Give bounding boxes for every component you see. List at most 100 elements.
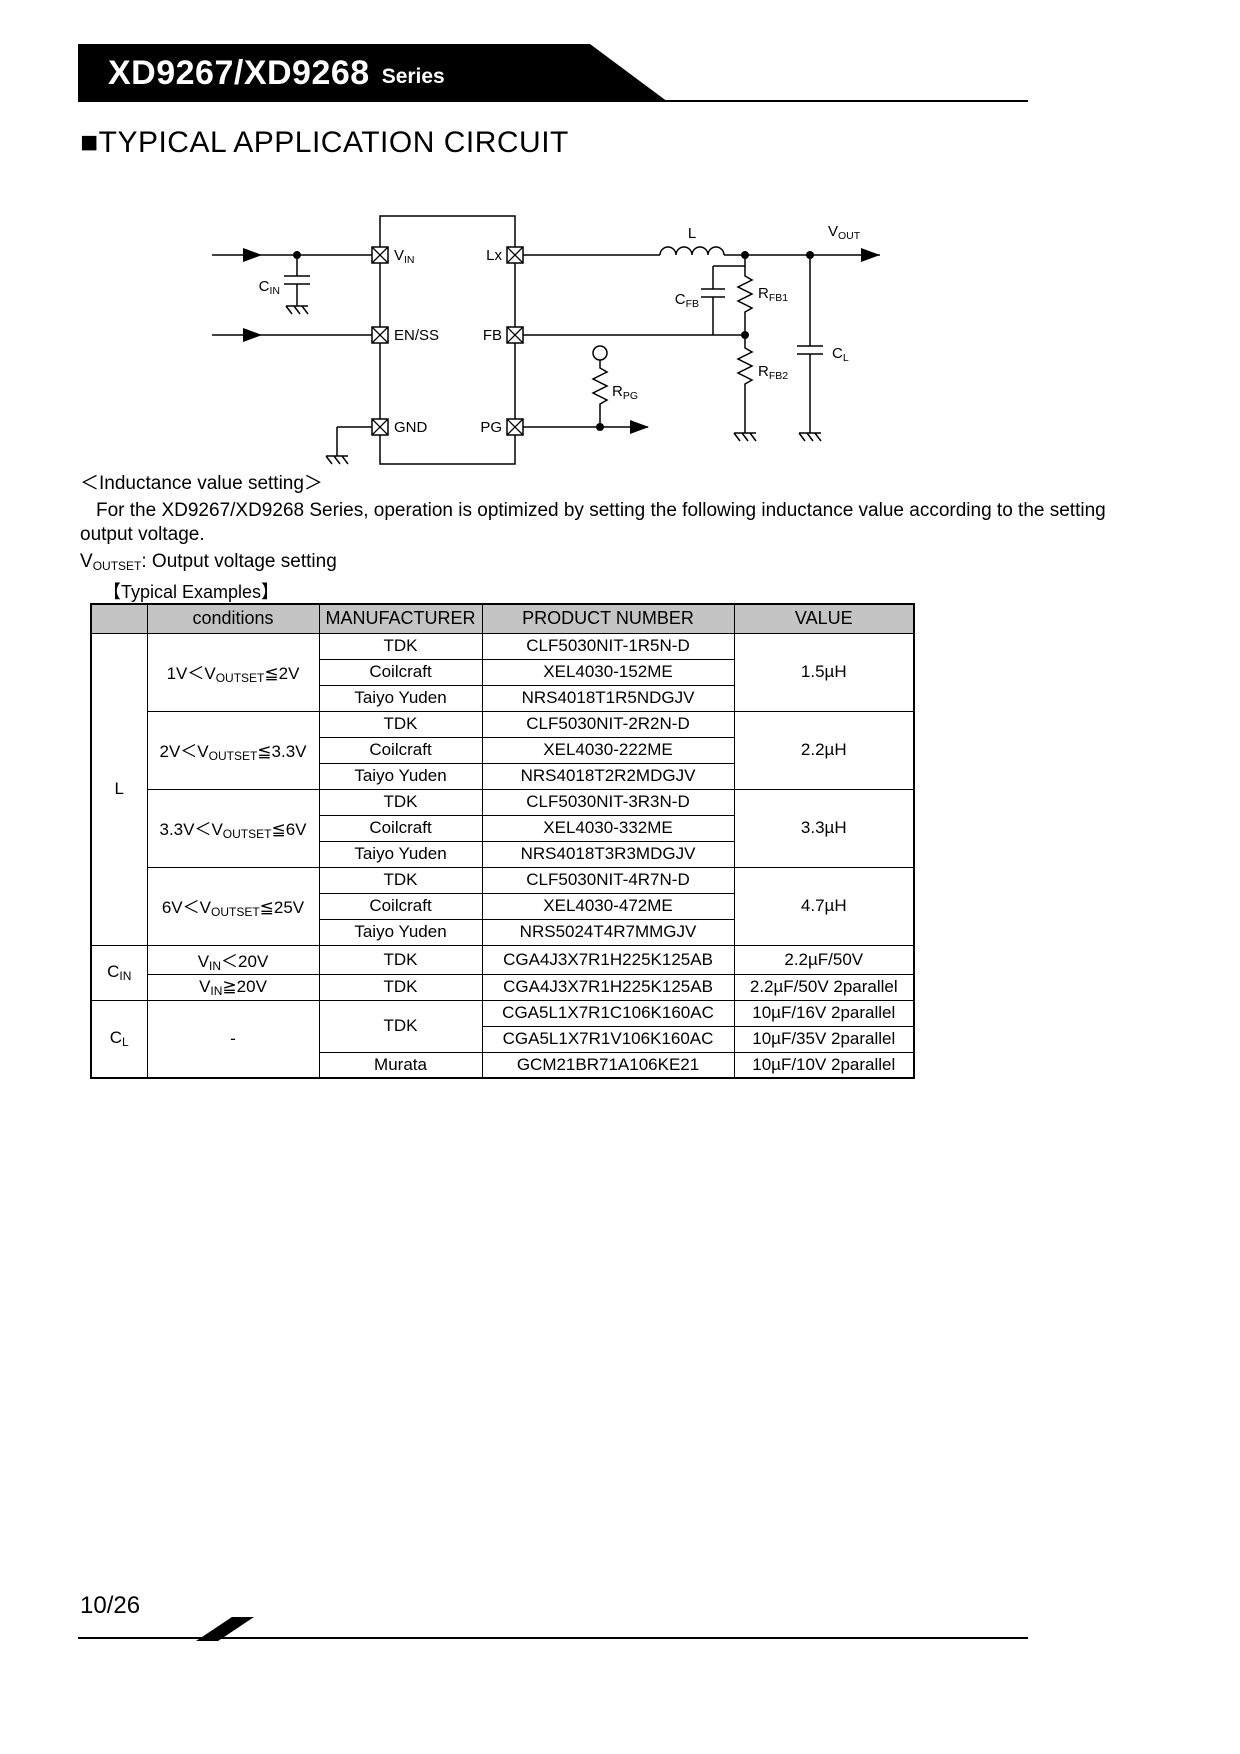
series-label: Series: [381, 65, 445, 88]
page-title: ■TYPICAL APPLICATION CIRCUIT: [80, 126, 569, 160]
rfb2-symbol: [736, 335, 754, 433]
pin-label-pg: PG: [480, 419, 502, 436]
inductor-symbol: [659, 246, 725, 256]
manufacturer-cell: Coilcraft: [318, 892, 483, 920]
table-row: Taiyo Yuden NRS4018T3R3MDGJV: [91, 840, 914, 868]
value-cell: 10µF/10V 2parallel: [733, 1051, 915, 1079]
table-header-row: conditions MANUFACTURER PRODUCT NUMBER V…: [90, 603, 915, 634]
typical-examples-table-wrap: conditions MANUFACTURER PRODUCT NUMBER V…: [90, 603, 916, 1079]
pullup-terminal: [592, 345, 608, 361]
condition-cell: 3.3V＜VOUTSET≦6V: [146, 788, 320, 868]
table-row: Taiyo Yuden NRS4018T2R2MDGJV: [91, 762, 914, 790]
pin-label-gnd: GND: [394, 419, 428, 436]
condition-cell: 6V＜VOUTSET≦25V: [146, 866, 320, 946]
label-rfb2: RFB2: [758, 363, 788, 382]
manufacturer-cell: TDK: [318, 973, 483, 1001]
table-row: Taiyo Yuden NRS4018T1R5NDGJV: [91, 684, 914, 712]
label-rfb1: RFB1: [758, 285, 788, 304]
notes-voutset: VOUTSET: Output voltage setting: [80, 550, 1160, 575]
pin-gnd: [371, 418, 389, 436]
pin-lx: [506, 246, 524, 264]
footer-rule: [78, 1637, 1028, 1639]
header-rule: [78, 100, 1028, 102]
manufacturer-cell: TDK: [318, 632, 483, 660]
product-cell: NRS5024T4R7MMGJV: [481, 918, 735, 946]
notes-heading: ＜Inductance value setting＞: [80, 473, 323, 494]
table-row: Coilcraft XEL4030-472ME: [91, 892, 914, 920]
label-cin: CIN: [259, 278, 280, 297]
manufacturer-cell: TDK: [318, 999, 483, 1053]
product-cell: CLF5030NIT-4R7N-D: [481, 866, 735, 894]
signal-arrows: [243, 248, 880, 434]
manufacturer-cell: Coilcraft: [318, 658, 483, 686]
table-row: Murata GCM21BR71A106KE21 10µF/10V 2paral…: [91, 1051, 915, 1079]
value-cell: 2.2µF/50V: [733, 944, 915, 975]
value-cell: 10µF/16V 2parallel: [733, 999, 915, 1027]
pin-label-fb: FB: [483, 327, 502, 344]
circuit-wires: [212, 215, 880, 465]
pin-fb: [506, 326, 524, 344]
col-header-manufacturer: MANUFACTURER: [318, 603, 483, 634]
manufacturer-cell: TDK: [318, 944, 483, 975]
voutset-post: : Output voltage setting: [141, 551, 337, 573]
manufacturer-cell: Murata: [318, 1051, 483, 1079]
rpg-symbol: [591, 360, 609, 427]
label-rpg: RPG: [612, 383, 638, 402]
product-cell: XEL4030-222ME: [481, 736, 735, 764]
pin-vin: [371, 246, 389, 264]
value-cell: 2.2µF/50V 2parallel: [733, 973, 915, 1001]
product-cell: XEL4030-472ME: [481, 892, 735, 920]
notes-body: For the XD9267/XD9268 Series, operation …: [80, 499, 1106, 546]
product-cell: CLF5030NIT-3R3N-D: [481, 788, 735, 816]
table-row: 2V＜VOUTSET≦3.3V TDK CLF5030NIT-2R2N-D 2.…: [91, 710, 915, 790]
row-label-cl: CL: [90, 999, 148, 1079]
manufacturer-cell: TDK: [318, 710, 483, 738]
rfb1-symbol: [736, 255, 754, 335]
label-vout: VOUT: [828, 223, 861, 242]
table-row: Coilcraft XEL4030-222ME: [91, 736, 914, 764]
section-bullet: ■: [80, 126, 99, 159]
table-row: CL - TDK CGA5L1X7R1C106K160AC 10µF/16V 2…: [90, 999, 915, 1079]
table-caption: 【Typical Examples】: [103, 582, 280, 602]
table-row: 6V＜VOUTSET≦25V TDK CLF5030NIT-4R7N-D 4.7…: [91, 866, 915, 946]
product-cell: CLF5030NIT-1R5N-D: [481, 632, 735, 660]
value-cell: 2.2µH: [733, 710, 915, 790]
table-row: 3.3V＜VOUTSET≦6V TDK CLF5030NIT-3R3N-D 3.…: [91, 788, 915, 868]
voutset-base: V: [80, 551, 93, 573]
manufacturer-cell: Taiyo Yuden: [318, 840, 483, 868]
product-cell: CGA5L1X7R1V106K160AC: [481, 1025, 735, 1053]
pin-label-enss: EN/SS: [394, 327, 439, 344]
value-cell: 4.7µH: [733, 866, 915, 946]
product-cell: NRS4018T1R5NDGJV: [481, 684, 735, 712]
manufacturer-cell: TDK: [318, 788, 483, 816]
product-cell: NRS4018T3R3MDGJV: [481, 840, 735, 868]
voutset-sub: OUTSET: [92, 559, 142, 574]
manufacturer-cell: Taiyo Yuden: [318, 918, 483, 946]
ground-symbols: [285, 305, 822, 465]
table-row: CIN VIN＜20V TDK CGA4J3X7R1H225K125AB 2.2…: [90, 944, 915, 1001]
label-cfb: CFB: [675, 291, 699, 310]
value-cell: 10µF/35V 2parallel: [733, 1025, 915, 1053]
table-row: VIN≧20V TDK CGA4J3X7R1H225K125AB 2.2µF/5…: [91, 973, 915, 1001]
typical-examples-table: conditions MANUFACTURER PRODUCT NUMBER V…: [90, 603, 916, 1079]
manufacturer-cell: Coilcraft: [318, 736, 483, 764]
condition-cell: VIN＜20V: [146, 944, 320, 975]
product-cell: XEL4030-332ME: [481, 814, 735, 842]
pin-label-vin: VIN: [394, 247, 415, 266]
manufacturer-cell: Taiyo Yuden: [318, 762, 483, 790]
manufacturer-cell: Taiyo Yuden: [318, 684, 483, 712]
row-label-cin: CIN: [90, 944, 148, 1001]
header-banner: XD9267/XD9268 Series: [78, 44, 668, 102]
inductance-notes: ＜Inductance value setting＞ For the XD926…: [80, 472, 1160, 575]
manufacturer-cell: TDK: [318, 866, 483, 894]
table-row: L 1V＜VOUTSET≦2V TDK CLF5030NIT-1R5N-D 1.…: [90, 632, 915, 946]
application-circuit-diagram: VIN EN/SS GND Lx FB PG CIN L VOUT CFB RF…: [212, 215, 880, 465]
junction-dots: [293, 251, 814, 431]
label-inductor: L: [688, 225, 696, 242]
value-cell: 1.5µH: [733, 632, 915, 712]
pin-pg: [506, 418, 524, 436]
row-label-l: L: [90, 632, 148, 946]
part-number-title: XD9267/XD9268: [108, 53, 370, 92]
label-cl: CL: [832, 345, 849, 364]
condition-cell: -: [146, 999, 320, 1079]
